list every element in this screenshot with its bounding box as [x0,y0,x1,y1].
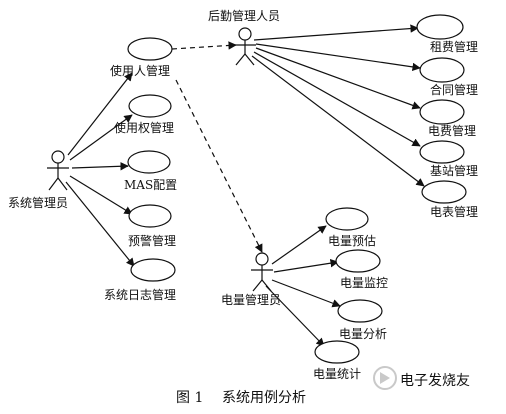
usecase-power-forecast-label: 电量预估 [328,234,376,248]
link-logistics-station [253,51,421,147]
usecase-elecfee-mgmt [419,99,465,125]
usecase-meter-mgmt [421,180,467,204]
link-sysadmin-log-mgmt [65,181,135,267]
watermark-text: 电子发烧友 [400,373,470,389]
actor-power [251,252,273,292]
usecase-perm-mgmt [128,94,172,118]
usecase-rent-mgmt [416,14,464,40]
link-power-forecast [271,225,327,265]
usecase-station-mgmt-label: 基站管理 [430,163,478,178]
link-logistics-elecfee [255,47,421,110]
actor-sysadmin-label: 系统管理员 [8,195,68,210]
usecase-power-analysis-label: 电量分析 [339,327,387,341]
usecase-meter-mgmt-label: 电表管理 [430,204,478,219]
link-sysadmin-user-mgmt [67,72,133,156]
usecase-alarm-mgmt-label: 预警管理 [128,233,176,248]
link-logistics-contract [255,43,421,72]
actor-logistics [234,27,256,66]
link-sysadmin-mas-config [71,162,129,171]
usecase-rent-mgmt-label: 租费管理 [430,39,478,54]
usecase-contract-mgmt [419,57,465,83]
link-sysadmin-perm-mgmt [69,114,133,161]
usecase-alarm-mgmt [128,204,172,228]
figure-caption-number: 图 1 [176,390,203,406]
actor-logistics-label: 后勤管理人员 [208,8,280,23]
usecase-contract-mgmt-label: 合同管理 [430,82,478,97]
usecase-power-stats-label: 电量统计 [313,367,361,381]
usecase-elecfee-mgmt-label: 电费管理 [428,123,476,138]
usecase-user-mgmt-label: 使用人管理 [110,63,170,78]
usecase-log-mgmt-label: 系统日志管理 [104,287,176,302]
usecase-power-stats [314,340,360,364]
usecase-mas-config [127,150,171,174]
usecase-power-forecast [325,207,369,231]
usecase-power-analysis [337,299,383,323]
link-sysadmin-alarm-mgmt [69,175,133,215]
usecase-power-monitor-label: 电量监控 [340,276,388,290]
usecase-perm-mgmt-label: 使用权管理 [114,120,174,135]
usecase-mas-config-label: MAS配置 [124,178,177,192]
actor-sysadmin [47,150,69,191]
figure-caption-text: 系统用例分析 [222,390,306,406]
usecase-user-mgmt [127,37,173,61]
link-logistics-rent [253,24,419,41]
usecase-power-monitor [335,249,381,273]
link-power-analysis [271,279,341,308]
link-user-mgmt-power [175,79,263,253]
watermark-logo: 电子发烧友 [373,366,470,390]
link-power-stats [265,285,325,347]
usecase-station-mgmt [419,140,465,164]
link-user-mgmt-logistics [171,41,237,50]
link-power-monitor [273,259,339,273]
link-logistics-meter [251,55,425,187]
actor-power-label: 电量管理员 [221,292,281,307]
usecase-log-mgmt [130,258,176,282]
